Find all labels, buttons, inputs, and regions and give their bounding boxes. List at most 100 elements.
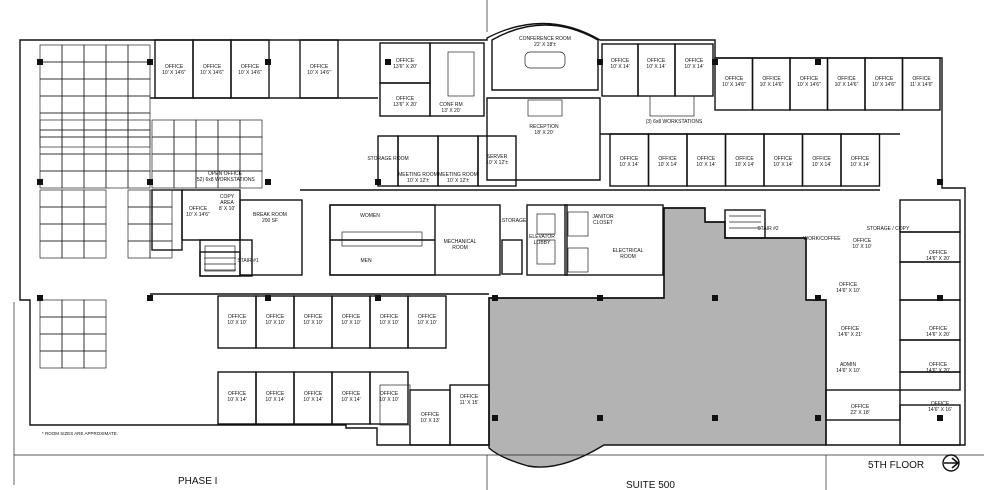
workstation <box>61 78 85 97</box>
workstation <box>39 44 63 63</box>
workstation <box>127 112 151 131</box>
stair-1-label: STAIR #1 <box>237 258 259 264</box>
column <box>712 295 718 301</box>
workstation <box>61 95 85 114</box>
workstation <box>39 119 63 138</box>
workstation <box>61 206 85 225</box>
offices-top-left <box>154 39 339 99</box>
storage-label: STORAGE <box>502 218 527 224</box>
office-bottom-left-5 <box>369 371 409 425</box>
offices-top-right <box>601 43 714 117</box>
workstation <box>173 170 197 189</box>
workstation <box>83 299 107 318</box>
workstation <box>39 95 63 114</box>
column <box>937 415 943 421</box>
column <box>937 179 943 185</box>
workstation <box>195 119 219 138</box>
column <box>265 59 271 65</box>
workstation <box>61 61 85 80</box>
column <box>492 295 498 301</box>
workstation <box>61 350 85 369</box>
workstation <box>61 153 85 172</box>
column <box>37 295 43 301</box>
workstation <box>173 136 197 155</box>
column <box>815 415 821 421</box>
workstation <box>127 153 151 172</box>
column <box>375 295 381 301</box>
workstation <box>83 95 107 114</box>
men-label: MEN <box>360 258 372 264</box>
workstation <box>39 240 63 259</box>
workstation <box>127 136 151 155</box>
workstation <box>127 95 151 114</box>
workstation <box>151 119 175 138</box>
workstation <box>83 170 107 189</box>
office-far-right-6 <box>901 57 941 111</box>
workstation <box>195 136 219 155</box>
workstation <box>61 119 85 138</box>
workstation <box>105 112 129 131</box>
workstation <box>39 136 63 155</box>
workstation <box>83 129 107 148</box>
workstation <box>83 206 107 225</box>
workstation <box>105 61 129 80</box>
workstation <box>61 316 85 335</box>
offices-far-right-row <box>714 57 941 111</box>
workstation <box>61 170 85 189</box>
column <box>937 295 943 301</box>
workstation <box>239 136 263 155</box>
stair-2 <box>724 209 766 239</box>
workstation <box>83 78 107 97</box>
workstation <box>239 170 263 189</box>
workstation <box>83 223 107 242</box>
workstation <box>39 350 63 369</box>
workstation <box>83 316 107 335</box>
column <box>147 59 153 65</box>
offices-center-row <box>217 295 447 349</box>
suite-500-area[interactable] <box>488 207 827 468</box>
meeting-strip <box>377 135 517 187</box>
workstation <box>39 170 63 189</box>
workstation <box>61 333 85 352</box>
stair-2-label: STAIR #2 <box>757 226 779 232</box>
column <box>815 59 821 65</box>
workstation <box>61 129 85 148</box>
column <box>597 59 603 65</box>
column <box>815 295 821 301</box>
workstation <box>39 333 63 352</box>
workstation <box>105 44 129 63</box>
storage-room-label: STORAGE ROOM <box>367 156 408 162</box>
workstation <box>239 119 263 138</box>
workstation <box>39 153 63 172</box>
workstation <box>39 61 63 80</box>
open-office-label: OPEN OFFICE(52) 6x8 WORKSTATIONS <box>195 171 255 183</box>
column <box>265 295 271 301</box>
workstation <box>127 61 151 80</box>
offices-bottom-center <box>379 384 490 446</box>
workstation <box>39 189 63 208</box>
